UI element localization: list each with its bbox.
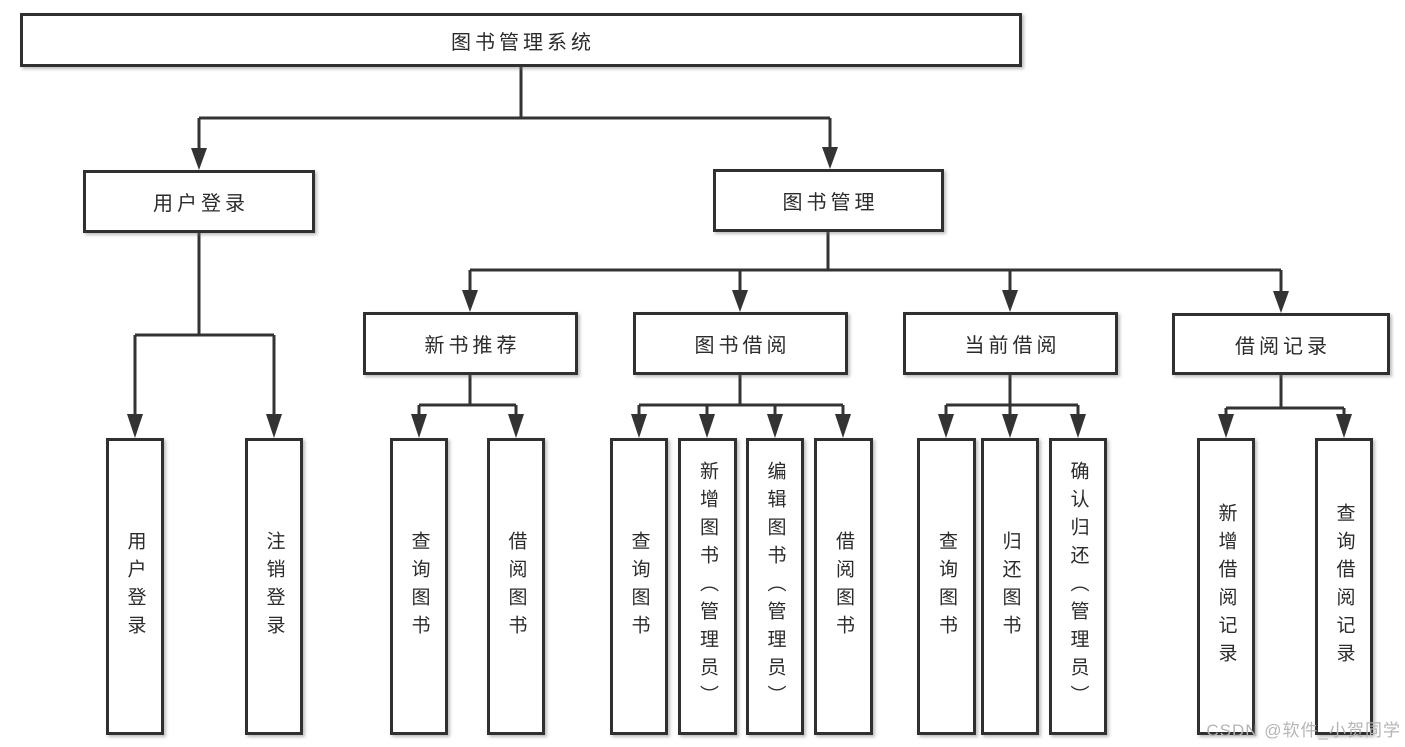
node-leaf-borrow-book-recommend: 借阅图书 [487, 438, 545, 735]
node-leaf-query-book-borrow: 查询图书 [610, 438, 668, 735]
node-current-borrow: 当前借阅 [903, 312, 1118, 375]
node-leaf-query-borrow-record: 查询借阅记录 [1315, 438, 1373, 735]
node-new-book-recommend: 新书推荐 [363, 312, 578, 375]
node-leaf-borrow-book: 借阅图书 [814, 438, 873, 735]
node-borrow-record: 借阅记录 [1172, 313, 1390, 375]
node-leaf-query-book-current: 查询图书 [917, 438, 976, 735]
node-leaf-return-book: 归还图书 [981, 438, 1039, 735]
node-leaf-add-book-admin: 新增图书（管理员） [678, 438, 737, 735]
node-leaf-user-login: 用户登录 [106, 438, 164, 735]
node-user-login: 用户登录 [83, 170, 315, 233]
node-library-management-system: 图书管理系统 [20, 13, 1022, 67]
node-leaf-add-borrow-record: 新增借阅记录 [1197, 438, 1255, 735]
watermark: CSDN @软件_小贺同学 [1206, 721, 1401, 740]
node-leaf-edit-book-admin: 编辑图书（管理员） [746, 438, 804, 735]
node-leaf-logout: 注销登录 [245, 438, 303, 735]
node-book-management: 图书管理 [713, 169, 944, 232]
node-leaf-confirm-return-admin: 确认归还（管理员） [1049, 438, 1107, 735]
node-leaf-query-book-recommend: 查询图书 [390, 438, 448, 735]
node-book-borrow: 图书借阅 [633, 312, 848, 375]
